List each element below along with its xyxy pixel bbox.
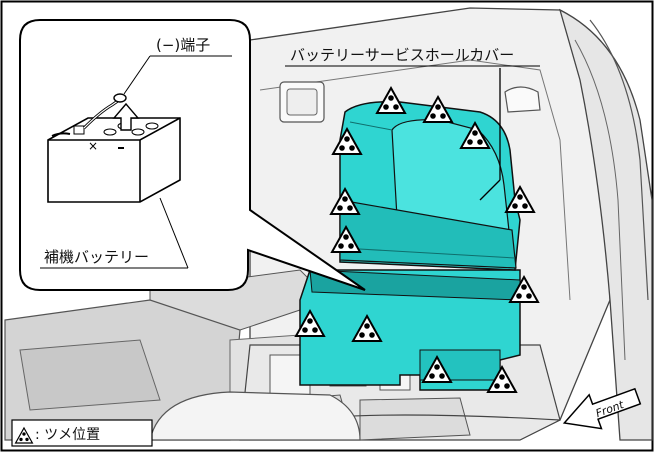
legend-text: : ツメ位置	[35, 427, 100, 443]
up-arrow-icon	[112, 102, 140, 131]
terminal-label: (−)端子	[156, 36, 210, 54]
legend: : ツメ位置	[11, 419, 153, 447]
battery-label: 補機バッテリー	[44, 248, 149, 266]
svg-text:×: ×	[88, 139, 98, 153]
battery-callout	[19, 19, 366, 291]
service-hole-cover	[299, 100, 521, 391]
cover-label: バッテリーサービスホールカバー	[290, 46, 514, 64]
battery-icon: ×	[47, 93, 181, 203]
